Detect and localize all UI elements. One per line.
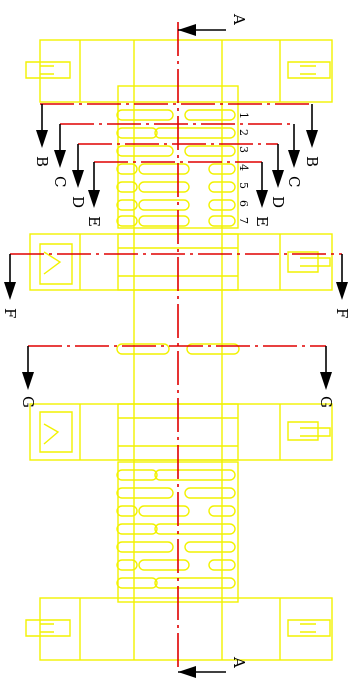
mid-block-lower bbox=[29, 403, 333, 461]
section-lines bbox=[10, 22, 342, 672]
label-e-right: E bbox=[253, 216, 271, 227]
arrow-f-right bbox=[336, 254, 348, 300]
slot-stack-upper bbox=[116, 85, 239, 229]
arrow-a-top bbox=[178, 24, 226, 36]
section-labels: A A B B C C D D E E F F G G bbox=[1, 13, 351, 668]
arrow-g-right bbox=[320, 346, 332, 390]
arrow-e-right bbox=[256, 162, 268, 208]
label-d-right: D bbox=[269, 196, 287, 208]
slot-stack-lower bbox=[116, 461, 239, 603]
slot-number-1: 1 bbox=[237, 112, 250, 119]
part-outline bbox=[25, 39, 333, 661]
label-c-left: C bbox=[51, 176, 69, 187]
slot-number-4: 4 bbox=[237, 164, 250, 171]
slot-number-6: 6 bbox=[237, 200, 250, 207]
end-block-top bbox=[25, 39, 333, 103]
slot-number-7: 7 bbox=[237, 217, 250, 224]
label-f-right: F bbox=[333, 308, 351, 318]
label-d-left: D bbox=[69, 196, 87, 208]
arrow-b-left bbox=[36, 104, 48, 148]
arrow-a-bottom bbox=[178, 666, 226, 678]
view-arrows bbox=[4, 24, 348, 678]
slot-number-5: 5 bbox=[237, 182, 250, 189]
label-e-left: E bbox=[85, 216, 103, 227]
label-a-top: A bbox=[230, 13, 248, 25]
arrow-g-left bbox=[22, 346, 34, 390]
mid-block-upper bbox=[29, 233, 333, 291]
arrow-d-left bbox=[72, 144, 84, 188]
arrow-e-left bbox=[88, 162, 100, 208]
label-g-left: G bbox=[19, 396, 37, 408]
slot-number-2: 2 bbox=[237, 129, 250, 136]
label-g-right: G bbox=[317, 396, 335, 408]
label-f-left: F bbox=[1, 308, 19, 318]
arrow-c-left bbox=[54, 124, 66, 168]
arrow-b-right bbox=[306, 104, 318, 148]
slot-numbers: 1 2 3 4 5 6 7 bbox=[237, 112, 250, 224]
label-c-right: C bbox=[285, 176, 303, 187]
label-b-left: B bbox=[33, 156, 51, 167]
label-a-bottom: A bbox=[230, 656, 248, 668]
arrow-d-right bbox=[272, 144, 284, 188]
slot-number-3: 3 bbox=[237, 146, 250, 153]
arrow-c-right bbox=[288, 124, 300, 168]
label-b-right: B bbox=[303, 156, 321, 167]
end-block-bottom bbox=[25, 597, 333, 661]
arrow-f-left bbox=[4, 254, 16, 300]
